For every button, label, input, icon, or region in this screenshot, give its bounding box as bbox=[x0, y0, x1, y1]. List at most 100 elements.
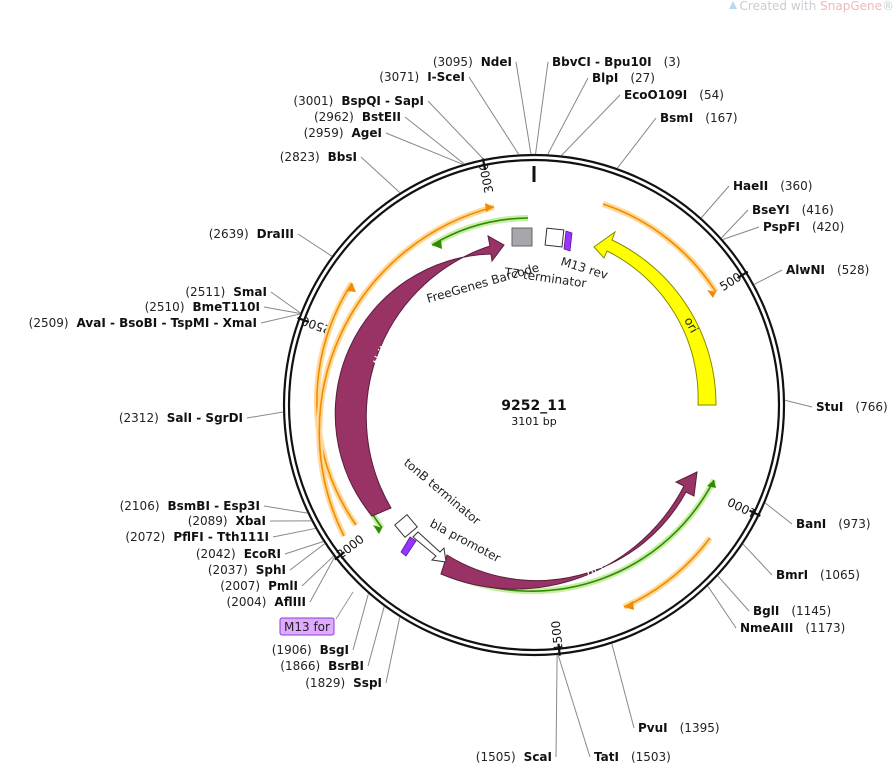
site-name: AlwNI bbox=[786, 263, 825, 277]
site-name: EcoO109I bbox=[624, 88, 687, 102]
site-position: (1503) bbox=[631, 750, 671, 764]
site-name: BlpI bbox=[592, 71, 618, 85]
site-leader-line bbox=[784, 399, 813, 408]
site-leader-line bbox=[352, 593, 369, 651]
site-stui: StuI(766) bbox=[816, 400, 888, 414]
site-position: (2072) bbox=[125, 530, 165, 544]
site-name: NdeI bbox=[481, 55, 512, 69]
site-name: SalI - SgrDI bbox=[167, 411, 243, 425]
site-name: BglI bbox=[753, 604, 779, 618]
site-afliii: AflIII (2004) bbox=[227, 595, 306, 609]
site-leader-line bbox=[360, 156, 401, 194]
orf-arrowhead bbox=[432, 240, 442, 249]
site-name: BseYI bbox=[752, 203, 790, 217]
site-position: (1906) bbox=[272, 643, 312, 657]
site-name: HaeII bbox=[733, 179, 768, 193]
tick-label: 1500 bbox=[549, 620, 566, 652]
site-leader-line bbox=[722, 226, 760, 241]
site-name: BstEII bbox=[362, 110, 401, 124]
plasmid-length: 3101 bp bbox=[511, 415, 556, 428]
watermark-brand: SnapGene bbox=[820, 0, 882, 13]
site-leader-line bbox=[309, 557, 335, 603]
tick-mark bbox=[481, 158, 487, 171]
site-leader-line bbox=[753, 269, 783, 285]
site-i-scei: I-SceI(3071) bbox=[379, 70, 465, 84]
site-bsmbi: BsmBI - Esp3I (2106) bbox=[120, 499, 260, 513]
site-position: (420) bbox=[812, 220, 844, 234]
site-position: (2106) bbox=[120, 499, 160, 513]
site-draiii: DraIII(2639) bbox=[209, 227, 294, 241]
site-leader-line bbox=[616, 117, 657, 169]
site-leader-line bbox=[717, 575, 750, 612]
site-name: BsmBI - Esp3I bbox=[168, 499, 260, 513]
site-name: ScaI bbox=[524, 750, 552, 764]
site-sspi: SspI(1829) bbox=[305, 676, 382, 690]
watermark-mark: ® bbox=[882, 0, 894, 13]
orf-arrowhead bbox=[624, 601, 634, 610]
feature-m13-rev bbox=[563, 230, 573, 252]
site-position: (2509) bbox=[29, 316, 69, 330]
orf-arrowhead bbox=[485, 203, 494, 212]
site-haeii: HaeII(360) bbox=[733, 179, 813, 193]
site-name: TatI bbox=[594, 750, 619, 764]
snapgene-watermark: Created with SnapGene® bbox=[728, 0, 894, 13]
restriction-sites: NdeI(3095)BbvCI - Bpu10I(3)BlpI(27)EcoO1… bbox=[29, 55, 888, 764]
snapgene-logo-icon bbox=[728, 1, 737, 9]
site-name: BsmI bbox=[660, 111, 693, 125]
site-eco0109i: EcoO109I (54) bbox=[624, 88, 724, 102]
site-position: (3) bbox=[664, 55, 681, 69]
site-position: (1173) bbox=[805, 621, 845, 635]
site-position: (2510) bbox=[145, 300, 185, 314]
feature-thil bbox=[334, 235, 505, 517]
site-leader-line bbox=[385, 132, 463, 165]
site-position: (2007) bbox=[220, 579, 260, 593]
site-position: (3001) bbox=[293, 94, 333, 108]
site-name: AflIII bbox=[274, 595, 306, 609]
tick-mark bbox=[297, 316, 310, 324]
site-name: BspQI - SapI bbox=[341, 94, 424, 108]
site-pspfi: PspFI(420) bbox=[763, 220, 844, 234]
site-leader-line bbox=[404, 116, 465, 165]
site-leader-line bbox=[468, 76, 520, 155]
orf-arrowhead bbox=[346, 283, 356, 292]
site-sphi: SphI(2037) bbox=[208, 563, 286, 577]
site-name: PmlI bbox=[268, 579, 298, 593]
site-leader-line bbox=[721, 209, 749, 239]
site-position: (54) bbox=[699, 88, 724, 102]
site-leader-line bbox=[707, 585, 737, 629]
site-sali: SalI - SgrDI(2312) bbox=[119, 411, 243, 425]
site-bani: BanI (973) bbox=[796, 517, 871, 531]
site-blpi: BlpI(27) bbox=[592, 71, 655, 85]
site-name: BsgI bbox=[320, 643, 349, 657]
m13-for-callout: M13 for bbox=[279, 591, 354, 636]
site-name: BbvCI - Bpu10I bbox=[552, 55, 652, 69]
site-position: (973) bbox=[838, 517, 870, 531]
site-leader-line bbox=[700, 185, 730, 219]
tick-label: 2000 bbox=[334, 532, 367, 562]
tick-label: 3000 bbox=[476, 162, 496, 195]
site-name: SphI bbox=[256, 563, 286, 577]
feature-bla-label: bla bbox=[585, 562, 607, 581]
site-name: SspI bbox=[353, 676, 382, 690]
site-position: (2639) bbox=[209, 227, 249, 241]
site-position: (2089) bbox=[188, 514, 228, 528]
site-name: SmaI bbox=[233, 285, 267, 299]
site-name: XbaI bbox=[236, 514, 266, 528]
site-position: (2004) bbox=[227, 595, 267, 609]
feature-ori bbox=[593, 230, 717, 406]
feature-m13-for-marker bbox=[400, 536, 417, 557]
site-smai: SmaI(2511) bbox=[185, 285, 267, 299]
site-leader-line bbox=[515, 61, 532, 155]
site-agei: AgeI(2959) bbox=[304, 126, 382, 140]
m13-for-box bbox=[279, 617, 335, 636]
site-position: (1505) bbox=[476, 750, 516, 764]
site-bseyi: BseYI(416) bbox=[752, 203, 834, 217]
site-position: (766) bbox=[855, 400, 887, 414]
site-leader-line bbox=[272, 527, 316, 538]
feature-tonb-label: tonB terminator bbox=[401, 456, 483, 528]
feature-ori-label: ori bbox=[681, 315, 701, 335]
site-name: BanI bbox=[796, 517, 826, 531]
site-position: (1145) bbox=[791, 604, 831, 618]
site-leader-line bbox=[263, 505, 308, 514]
